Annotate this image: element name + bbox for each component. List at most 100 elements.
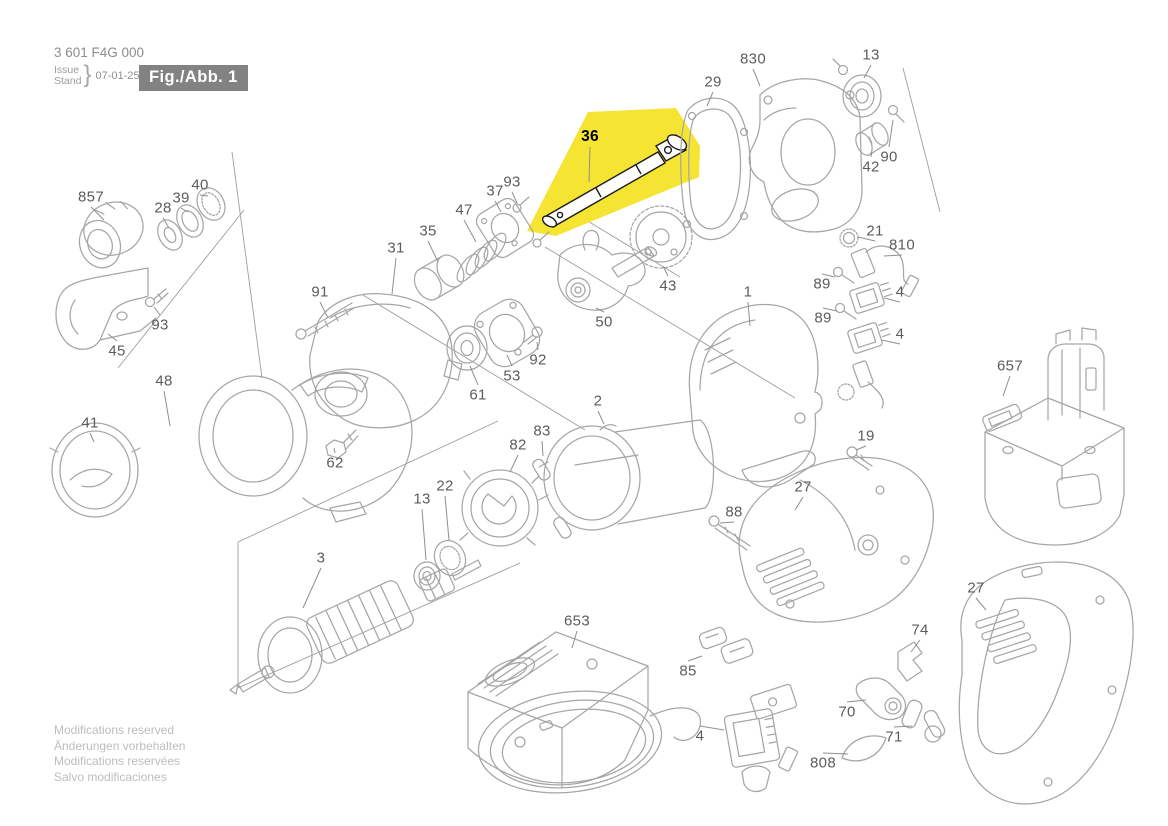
part-label-53[interactable]: 53 — [503, 367, 521, 385]
crank-50-art — [557, 229, 658, 311]
part-label-28[interactable]: 28 — [154, 199, 172, 217]
leader-line-808 — [822, 752, 849, 755]
leader-line-93 — [153, 306, 161, 316]
gear-housing-31-art — [309, 293, 463, 429]
part-label-21[interactable]: 21 — [866, 222, 884, 240]
part-label-45[interactable]: 45 — [108, 342, 126, 360]
part-label-39[interactable]: 39 — [172, 189, 190, 207]
baffle-82-art — [459, 469, 540, 547]
washer-28-art — [157, 219, 183, 251]
part-label-42[interactable]: 42 — [862, 158, 880, 176]
part-label-36-highlighted[interactable]: 36 — [581, 128, 599, 145]
leader-line-27 — [794, 496, 804, 511]
part-label-93[interactable]: 93 — [503, 173, 521, 191]
part-label-92[interactable]: 92 — [529, 351, 547, 369]
part-label-31[interactable]: 31 — [387, 239, 405, 257]
part-label-74[interactable]: 74 — [911, 621, 929, 639]
part-label-48[interactable]: 48 — [155, 372, 173, 390]
battery-657-art — [982, 327, 1125, 546]
stand-label: Stand — [54, 75, 82, 87]
part-label-27[interactable]: 27 — [967, 579, 985, 597]
part-label-3[interactable]: 3 — [316, 549, 326, 567]
link-71-art — [901, 699, 946, 743]
leader-line-13 — [863, 64, 872, 79]
leader-line-13 — [421, 508, 427, 561]
brace-glyph: } — [83, 61, 92, 88]
part-label-37[interactable]: 37 — [486, 182, 504, 200]
construction-lines — [117, 67, 941, 689]
part-label-27[interactable]: 27 — [794, 478, 812, 496]
leader-line-45 — [107, 333, 118, 342]
part-label-4[interactable]: 4 — [895, 283, 905, 301]
ring-39-art — [176, 204, 204, 238]
part-label-71[interactable]: 71 — [885, 728, 903, 746]
part-label-35[interactable]: 35 — [419, 222, 437, 240]
part-label-810[interactable]: 810 — [889, 236, 915, 254]
issue-label: Issue — [54, 64, 80, 76]
part-label-70[interactable]: 70 — [838, 703, 856, 721]
leader-line-21 — [857, 236, 876, 242]
screw-91-art — [295, 302, 355, 340]
leader-line-74 — [910, 639, 921, 653]
leader-line-89 — [822, 307, 838, 312]
part-label-82[interactable]: 82 — [509, 436, 527, 454]
part-label-91[interactable]: 91 — [311, 283, 329, 301]
gasket-37-art — [475, 197, 535, 259]
part-label-4[interactable]: 4 — [895, 325, 905, 343]
leader-line-36 — [588, 146, 591, 183]
leader-line-1 — [747, 301, 751, 327]
elbow-74-art — [897, 641, 923, 682]
footer-line-de: Änderungen vorbehalten — [54, 738, 186, 753]
leader-line-88 — [719, 521, 735, 524]
bearing-13-top-art — [832, 58, 905, 123]
gasket-29-art — [680, 97, 751, 241]
part-label-85[interactable]: 85 — [679, 662, 697, 680]
part-label-2[interactable]: 2 — [593, 392, 603, 410]
bracket-45-art — [55, 267, 157, 350]
part-label-857[interactable]: 857 — [78, 188, 104, 206]
part-label-830[interactable]: 830 — [740, 50, 766, 68]
part-label-47[interactable]: 47 — [455, 201, 473, 219]
part-label-808[interactable]: 808 — [810, 754, 836, 772]
part-label-1[interactable]: 1 — [743, 283, 753, 301]
part-label-13[interactable]: 13 — [413, 490, 431, 508]
cap-857-art — [78, 200, 144, 269]
leader-line-19 — [855, 445, 867, 451]
part-label-653[interactable]: 653 — [564, 612, 590, 630]
part-label-62[interactable]: 62 — [326, 454, 344, 472]
part-label-83[interactable]: 83 — [533, 422, 551, 440]
stator-2-art — [538, 419, 715, 531]
part-label-13[interactable]: 13 — [862, 46, 880, 64]
part-label-40[interactable]: 40 — [191, 176, 209, 194]
part-label-29[interactable]: 29 — [704, 73, 722, 91]
part-label-657[interactable]: 657 — [997, 357, 1023, 375]
leader-line-53 — [506, 354, 513, 367]
leader-line-31 — [391, 257, 397, 295]
part-label-89[interactable]: 89 — [814, 309, 832, 327]
footer-line-fr: Modifications reservées — [54, 754, 181, 768]
part-label-43[interactable]: 43 — [659, 277, 677, 295]
part-label-88[interactable]: 88 — [725, 503, 743, 521]
part-label-50[interactable]: 50 — [595, 313, 613, 331]
part-label-61[interactable]: 61 — [469, 386, 487, 404]
charger-cable-art — [477, 690, 702, 794]
part-label-90[interactable]: 90 — [880, 148, 898, 166]
leader-line-43 — [662, 265, 669, 277]
screws-93-middle-art — [512, 196, 550, 248]
leader-line-4 — [883, 297, 901, 303]
leader-line-4 — [699, 725, 725, 731]
footer-line-en: Modifications reserved — [54, 723, 175, 737]
part-label-93[interactable]: 93 — [151, 316, 169, 334]
leader-line-50 — [595, 307, 605, 313]
leader-line-47 — [463, 219, 477, 243]
leader-line-35 — [427, 240, 439, 263]
part-label-41[interactable]: 41 — [81, 414, 99, 432]
part-label-4[interactable]: 4 — [695, 727, 705, 745]
part-label-19[interactable]: 19 — [857, 427, 875, 445]
part-label-22[interactable]: 22 — [436, 477, 454, 495]
housing-27-right-art — [958, 561, 1134, 805]
lever-70-art — [855, 677, 907, 721]
part-label-89[interactable]: 89 — [813, 275, 831, 293]
leader-line-4 — [881, 339, 901, 345]
leader-line-83 — [541, 440, 544, 457]
